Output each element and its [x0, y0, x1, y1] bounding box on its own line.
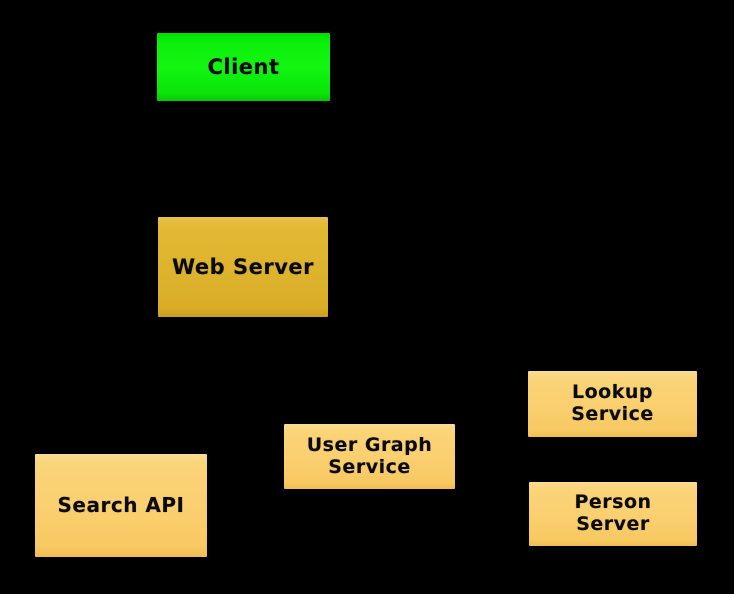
diagram-node-user-graph-service[interactable]: User Graph Service	[284, 424, 455, 489]
node-label-lookup-service: Lookup Service	[571, 381, 654, 425]
node-label-client: Client	[207, 54, 280, 79]
node-label-user-graph-service: User Graph Service	[306, 433, 433, 478]
diagram-node-web-server[interactable]: Web Server	[158, 217, 328, 317]
diagram-node-client[interactable]: Client	[157, 33, 330, 101]
node-label-web-server: Web Server	[171, 254, 314, 279]
node-label-search-api: Search API	[57, 493, 185, 517]
diagram-node-lookup-service[interactable]: Lookup Service	[528, 371, 697, 437]
diagram-node-person-server[interactable]: Person Server	[529, 482, 697, 546]
node-label-person-server: Person Server	[574, 491, 652, 535]
diagram-node-search-api[interactable]: Search API	[35, 454, 207, 557]
